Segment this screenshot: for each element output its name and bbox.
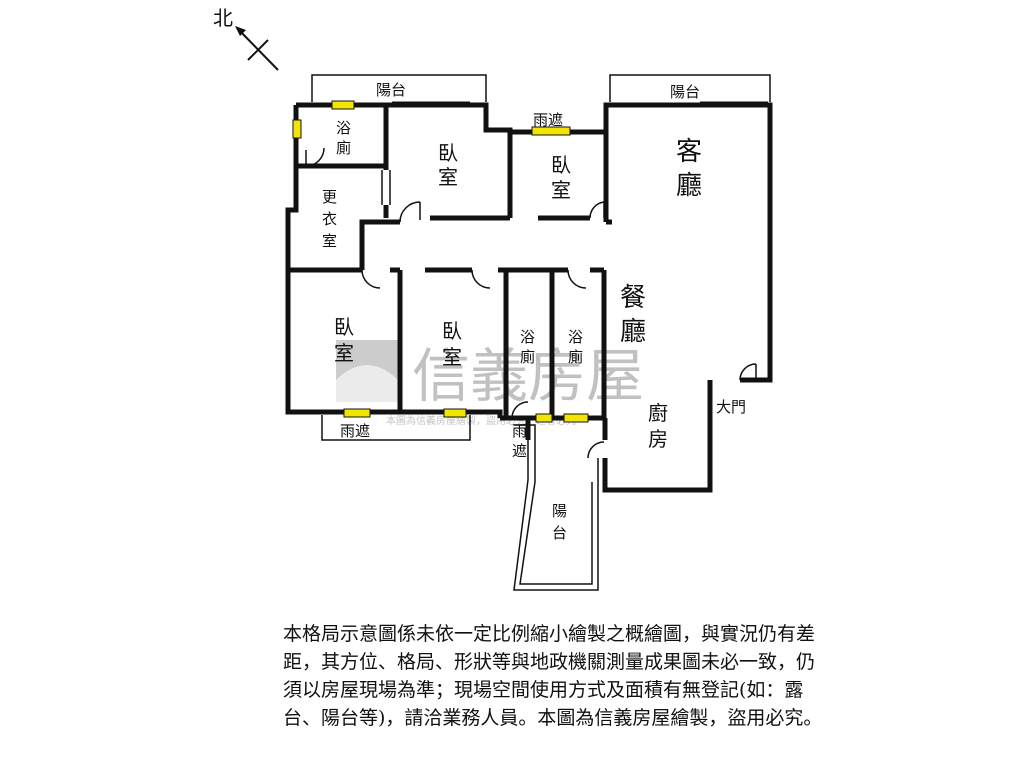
label-bedroom-master-2: 室 (438, 165, 458, 189)
label-bedroom-master-1: 臥 (438, 141, 458, 165)
label-canopy-bottom-left: 雨遮 (340, 422, 370, 440)
label-bath-left-1: 浴 (520, 328, 535, 346)
disclaimer-text: 本格局示意圖係未依一定比例縮小繪製之概繪圖，與實況仍有差距，其方位、格局、形狀等… (283, 623, 823, 729)
label-bedroom-left-2: 室 (334, 341, 354, 365)
label-kitchen-2: 房 (648, 427, 668, 451)
label-balcony-top-left: 陽台 (376, 81, 406, 99)
label-bedroom-small-1: 臥 (551, 153, 571, 177)
label-kitchen-1: 廚 (648, 401, 668, 425)
label-balcony-bottom-2: 台 (552, 524, 567, 542)
label-living-room-1: 客 (676, 137, 702, 167)
label-bath-left-2: 廁 (520, 348, 535, 366)
label-bedroom-middle-2: 室 (442, 345, 462, 369)
compass-label: 北 (213, 6, 233, 30)
label-dining-1: 餐 (620, 283, 646, 313)
label-canopy-top: 雨遮 (533, 111, 563, 129)
windows (292, 100, 589, 423)
label-entrance: 大門 (716, 398, 746, 416)
sliding-doors (392, 101, 768, 105)
label-bedroom-small-2: 室 (551, 178, 571, 202)
label-bath-top-2: 廁 (336, 139, 351, 157)
label-dining-2: 廳 (620, 317, 646, 347)
label-bath-top-1: 浴 (336, 119, 351, 137)
brand-logo (336, 340, 398, 402)
room-labels: 陽台 陽台 浴 廁 臥 室 雨遮 臥 室 客 廳 更 衣 室 餐 廳 臥 室 臥… (322, 81, 746, 542)
label-bath-right-1: 浴 (568, 328, 583, 346)
label-dressing-3: 室 (322, 232, 337, 250)
label-dressing-2: 衣 (322, 210, 337, 228)
label-bedroom-left-1: 臥 (334, 315, 354, 339)
label-bedroom-middle-1: 臥 (442, 319, 462, 343)
doors (305, 147, 757, 459)
label-canopy-bottom-mid-1: 雨 (512, 422, 527, 440)
label-living-room-2: 廳 (676, 171, 702, 201)
label-bath-right-2: 廁 (568, 348, 583, 366)
label-canopy-bottom-mid-2: 遮 (512, 442, 527, 460)
north-arrow: 北 (213, 6, 279, 71)
label-dressing-1: 更 (322, 188, 337, 206)
label-balcony-bottom-1: 陽 (552, 502, 567, 520)
label-balcony-top-right: 陽台 (670, 83, 700, 101)
